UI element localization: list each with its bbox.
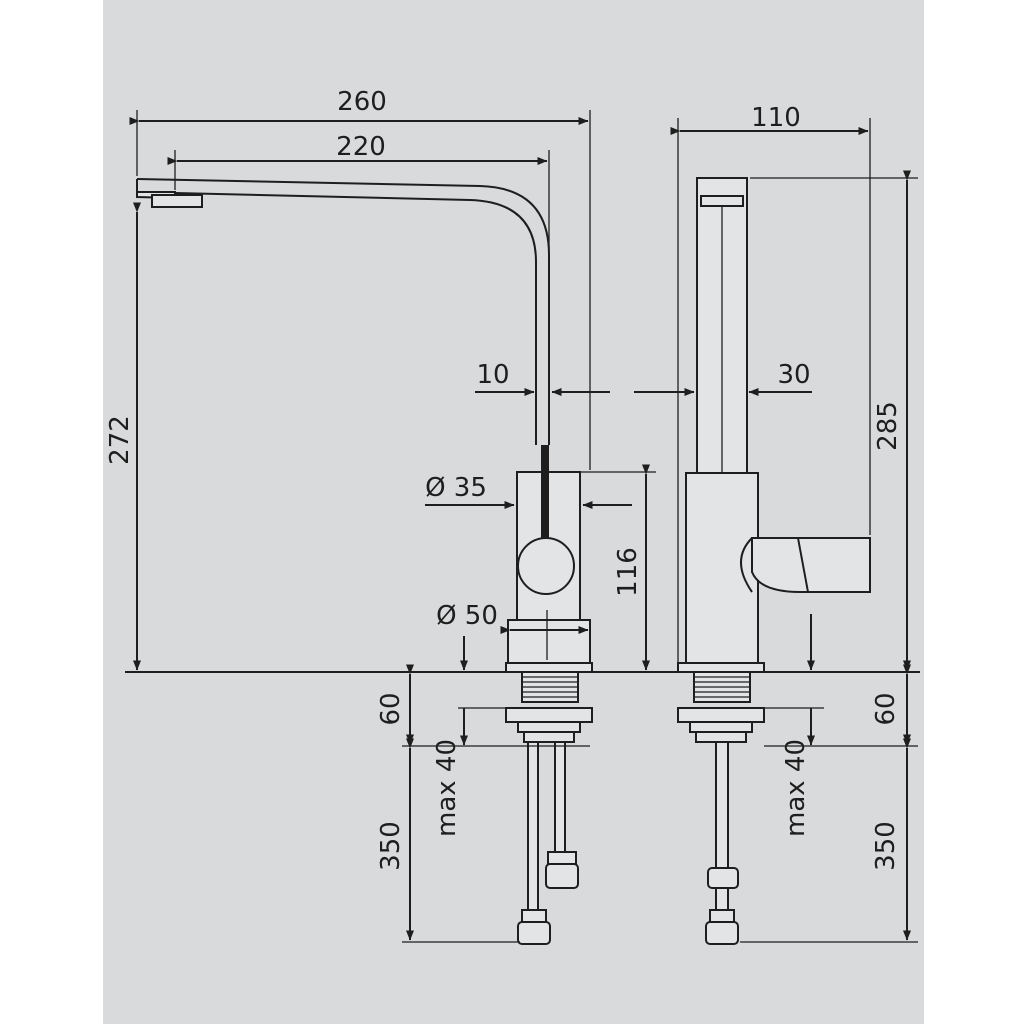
label-side-tube: 30 bbox=[777, 360, 810, 390]
label-spout-height: 272 bbox=[105, 415, 135, 465]
spout-arm-upper bbox=[136, 178, 550, 445]
hose-ferrule-long bbox=[521, 909, 547, 923]
label-side-width: 110 bbox=[751, 103, 801, 133]
threaded-shank bbox=[521, 671, 579, 703]
side-mounting-ring bbox=[695, 731, 747, 743]
tap-base bbox=[507, 619, 591, 666]
aerator bbox=[151, 194, 203, 208]
lever-handle bbox=[517, 537, 575, 595]
mounting-nut bbox=[505, 707, 593, 723]
side-threaded-shank bbox=[693, 671, 751, 703]
label-hose-left: 350 bbox=[376, 821, 406, 871]
label-max-left: max 40 bbox=[432, 739, 462, 837]
label-total-height: 285 bbox=[873, 401, 903, 451]
side-view bbox=[677, 177, 871, 945]
side-hose-fitting-lower bbox=[705, 921, 739, 945]
label-total-reach: 260 bbox=[337, 87, 387, 117]
label-hose-right: 350 bbox=[871, 821, 901, 871]
label-max-right: max 40 bbox=[781, 739, 811, 837]
hose-short bbox=[554, 741, 566, 853]
label-body-diameter: Ø 35 bbox=[425, 473, 487, 503]
side-base-plate bbox=[677, 662, 765, 673]
side-lever-joint bbox=[797, 537, 809, 593]
spout-arm-lower bbox=[174, 192, 537, 445]
label-spout-reach: 220 bbox=[336, 132, 386, 162]
side-mounting-washer bbox=[689, 721, 753, 733]
label-body-height: 116 bbox=[613, 547, 643, 597]
mounting-ring bbox=[523, 731, 575, 743]
base-plate bbox=[505, 662, 593, 673]
front-view bbox=[136, 178, 593, 945]
side-body bbox=[685, 472, 759, 664]
label-spout-tube: 10 bbox=[476, 360, 509, 390]
label-base-diameter: Ø 50 bbox=[436, 601, 498, 631]
hose-fitting-long bbox=[517, 921, 551, 945]
spout-tube bbox=[541, 445, 549, 475]
label-shank-left: 60 bbox=[376, 692, 406, 725]
dimension-labels: 260 220 110 272 285 10 30 Ø 35 116 Ø 50 … bbox=[105, 87, 903, 871]
drawing-panel bbox=[103, 0, 924, 1024]
side-mounting-nut bbox=[677, 707, 765, 723]
hose-long bbox=[527, 741, 539, 913]
hose-ferrule-short bbox=[547, 851, 577, 865]
lever-stem bbox=[541, 472, 549, 540]
side-hose-ferrule bbox=[709, 909, 735, 923]
mounting-washer bbox=[517, 721, 581, 733]
side-aerator bbox=[700, 195, 744, 207]
hose-fitting-short bbox=[545, 863, 579, 889]
dimension-lines bbox=[129, 110, 918, 943]
side-lever bbox=[751, 537, 871, 593]
side-lever-curve bbox=[740, 537, 753, 593]
label-shank-right: 60 bbox=[871, 692, 901, 725]
side-hose-fitting-upper bbox=[707, 867, 739, 889]
